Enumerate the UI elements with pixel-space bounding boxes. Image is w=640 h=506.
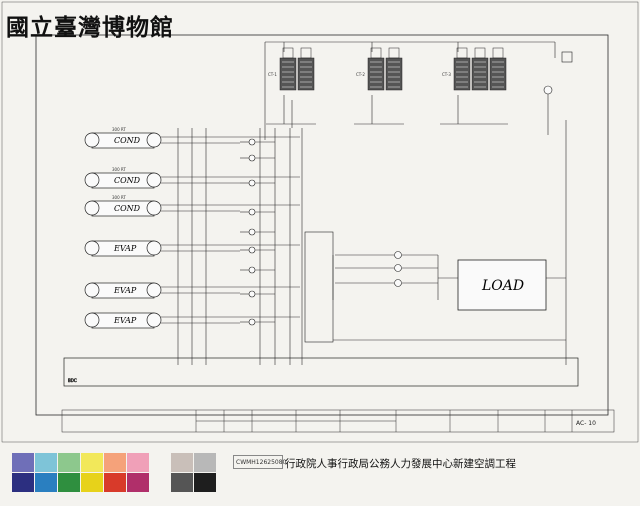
tower-cell xyxy=(471,57,489,91)
cooling-tower: CT-3 xyxy=(442,47,507,91)
bdc-bus xyxy=(63,357,579,387)
color-swatch xyxy=(12,473,34,492)
tower-cell xyxy=(297,57,315,91)
tower-fan-housing xyxy=(456,47,468,59)
tower-fan-housing xyxy=(474,47,486,59)
secondary-pump-icon xyxy=(394,264,402,272)
gray-calibration-bar xyxy=(171,453,219,493)
chiller-head-right xyxy=(146,132,162,148)
pump-icon xyxy=(248,228,256,236)
sheet-number: AC- 10 xyxy=(576,420,596,427)
color-swatch xyxy=(104,473,126,492)
tower-cell xyxy=(385,57,403,91)
color-swatch xyxy=(58,473,80,492)
chiller-spec: 300 RT xyxy=(112,195,126,200)
color-swatch xyxy=(104,453,126,472)
gray-swatch xyxy=(171,473,193,492)
chiller-barrel: COND 300 RT xyxy=(84,167,162,189)
color-calibration-bar xyxy=(12,453,220,493)
decoupler-box xyxy=(304,231,334,343)
pump-icon xyxy=(248,179,256,187)
chiller-head-right xyxy=(146,200,162,216)
color-swatch xyxy=(127,473,149,492)
color-swatch xyxy=(35,453,57,472)
secondary-pump-icon xyxy=(394,251,402,259)
title-block xyxy=(61,409,615,433)
tower-cell xyxy=(453,57,471,91)
chiller-head-right xyxy=(146,282,162,298)
tower-label: CT-3 xyxy=(442,72,451,77)
paper-edge xyxy=(1,1,639,443)
tower-cell xyxy=(367,57,385,91)
chiller-head-right xyxy=(146,240,162,256)
tower-label: CT-2 xyxy=(356,72,365,77)
bdc-label: BDC xyxy=(68,378,77,383)
project-name: 行政院人事行政局公務人力發展中心新建空調工程 xyxy=(285,458,516,470)
color-swatch xyxy=(81,473,103,492)
chiller-label: EVAP xyxy=(113,316,137,325)
pump-icon xyxy=(248,290,256,298)
chiller-head-left xyxy=(84,200,100,216)
tower-fan-housing xyxy=(300,47,312,59)
chiller-head-left xyxy=(84,132,100,148)
make-up-pump-icon xyxy=(543,85,553,95)
color-swatch xyxy=(127,453,149,472)
gray-swatch xyxy=(194,453,216,472)
chiller-label: COND xyxy=(114,204,141,213)
chiller-head-left xyxy=(84,282,100,298)
pump-icon xyxy=(248,154,256,162)
tower-fan-housing xyxy=(370,47,382,59)
chiller-head-right xyxy=(146,312,162,328)
chiller-barrel: EVAP xyxy=(84,240,162,257)
chiller-label: EVAP xyxy=(113,244,137,253)
museum-title: 國立臺灣博物館 xyxy=(6,14,174,41)
pump-icon xyxy=(248,266,256,274)
chiller-barrel: EVAP xyxy=(84,312,162,329)
tower-cell xyxy=(489,57,507,91)
color-swatch xyxy=(35,473,57,492)
pump-icon xyxy=(248,318,256,326)
chiller-head-left xyxy=(84,240,100,256)
chiller-spec: 300 RT xyxy=(112,167,126,172)
chiller-barrel: COND 300 RT xyxy=(84,127,162,149)
load-box xyxy=(457,259,547,311)
chiller-head-left xyxy=(84,312,100,328)
tower-fan-housing xyxy=(388,47,400,59)
tower-fan-housing xyxy=(492,47,504,59)
chiller-label: COND xyxy=(114,176,141,185)
chiller-barrel: EVAP xyxy=(84,282,162,299)
drawing-border xyxy=(35,34,609,416)
color-swatch xyxy=(58,453,80,472)
tower-cell xyxy=(279,57,297,91)
chiller-label: EVAP xyxy=(113,286,137,295)
chiller-head-right xyxy=(146,172,162,188)
chiller-label: COND xyxy=(114,136,141,145)
color-swatch xyxy=(12,453,34,472)
cooling-tower: CT-1 xyxy=(268,47,315,91)
tower-fan-housing xyxy=(282,47,294,59)
secondary-pump-icon xyxy=(394,279,402,287)
load-label: LOAD xyxy=(481,278,524,294)
chiller-spec: 300 RT xyxy=(112,127,126,132)
chiller-head-left xyxy=(84,172,100,188)
gray-swatch xyxy=(171,453,193,472)
pump-icon xyxy=(248,138,256,146)
barcode-box xyxy=(233,455,283,469)
barcode-id: CWMH12625080 xyxy=(236,459,287,466)
pump-icon xyxy=(248,246,256,254)
cooling-tower: CT-2 xyxy=(356,47,403,91)
expansion-tank xyxy=(561,51,573,63)
pump-icon xyxy=(248,208,256,216)
tower-label: CT-1 xyxy=(268,72,277,77)
gray-swatch xyxy=(194,473,216,492)
color-swatch xyxy=(81,453,103,472)
chiller-barrel: COND 300 RT xyxy=(84,195,162,217)
